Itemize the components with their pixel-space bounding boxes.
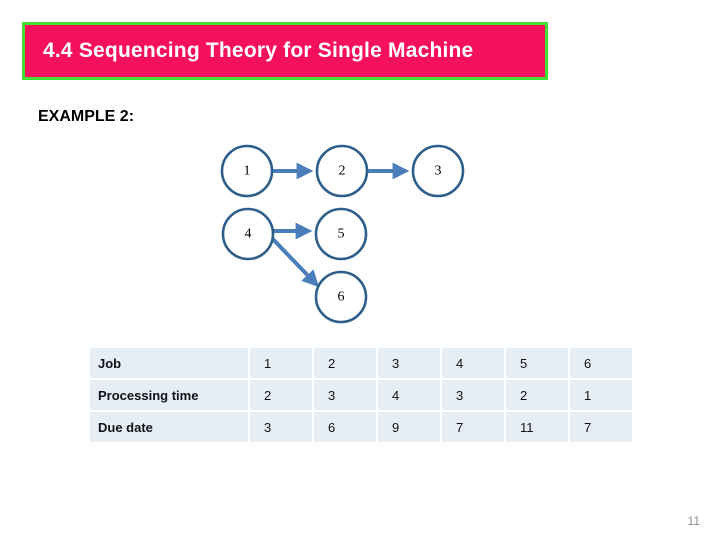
cell-processing-time-5: 2 bbox=[506, 380, 568, 410]
cell-job-3: 3 bbox=[378, 348, 440, 378]
example-label: EXAMPLE 2: bbox=[38, 108, 135, 125]
graph-nodes: 1 2 3 4 5 6 bbox=[220, 144, 465, 324]
graph-node-6[interactable]: 6 bbox=[314, 270, 368, 324]
graph-edges bbox=[266, 162, 410, 288]
cell-job-5: 5 bbox=[506, 348, 568, 378]
cell-processing-time-3: 4 bbox=[378, 380, 440, 410]
cell-due-date-5: 11 bbox=[506, 412, 568, 442]
page-number: 11 bbox=[687, 514, 700, 528]
cell-due-date-4: 7 bbox=[442, 412, 504, 442]
row-label-job: Job bbox=[90, 348, 248, 378]
graph-node-1[interactable]: 1 bbox=[220, 144, 274, 198]
table-row: Job 1 2 3 4 5 6 bbox=[90, 348, 632, 378]
table-row: Due date 3 6 9 7 11 7 bbox=[90, 412, 632, 442]
node-label-1: 1 bbox=[244, 164, 251, 179]
node-label-4: 4 bbox=[245, 227, 252, 242]
cell-due-date-6: 7 bbox=[570, 412, 632, 442]
node-circle-1 bbox=[220, 144, 274, 198]
cell-processing-time-4: 3 bbox=[442, 380, 504, 410]
node-label-6: 6 bbox=[338, 290, 345, 305]
slide-title-banner: 4.4 Sequencing Theory for Single Machine bbox=[22, 22, 548, 80]
node-circle-4 bbox=[221, 207, 275, 261]
cell-due-date-1: 3 bbox=[250, 412, 312, 442]
graph-node-5[interactable]: 5 bbox=[314, 207, 368, 261]
node-circle-2 bbox=[315, 144, 369, 198]
cell-job-2: 2 bbox=[314, 348, 376, 378]
row-label-processing-time: Processing time bbox=[90, 380, 248, 410]
precedence-graph-svg: 1 2 3 4 5 6 bbox=[220, 144, 465, 324]
node-circle-3 bbox=[411, 144, 465, 198]
cell-job-4: 4 bbox=[442, 348, 504, 378]
cell-due-date-3: 9 bbox=[378, 412, 440, 442]
graph-node-3[interactable]: 3 bbox=[411, 144, 465, 198]
node-circle-5 bbox=[314, 207, 368, 261]
node-circle-6 bbox=[314, 270, 368, 324]
page-title: 4.4 Sequencing Theory for Single Machine bbox=[43, 39, 474, 62]
graph-node-2[interactable]: 2 bbox=[315, 144, 369, 198]
graph-node-4[interactable]: 4 bbox=[221, 207, 275, 261]
precedence-graph: 1 2 3 4 5 6 bbox=[0, 130, 720, 335]
cell-due-date-2: 6 bbox=[314, 412, 376, 442]
cell-processing-time-6: 1 bbox=[570, 380, 632, 410]
cell-job-6: 6 bbox=[570, 348, 632, 378]
table-row: Processing time 2 3 4 3 2 1 bbox=[90, 380, 632, 410]
cell-processing-time-1: 2 bbox=[250, 380, 312, 410]
job-data-table: Job 1 2 3 4 5 6 Processing time 2 3 4 3 … bbox=[88, 346, 634, 444]
cell-processing-time-2: 3 bbox=[314, 380, 376, 410]
row-label-due-date: Due date bbox=[90, 412, 248, 442]
cell-job-1: 1 bbox=[250, 348, 312, 378]
node-label-2: 2 bbox=[339, 164, 346, 179]
edge-4-to-6 bbox=[266, 232, 320, 288]
node-label-5: 5 bbox=[338, 227, 345, 242]
node-label-3: 3 bbox=[435, 164, 442, 179]
